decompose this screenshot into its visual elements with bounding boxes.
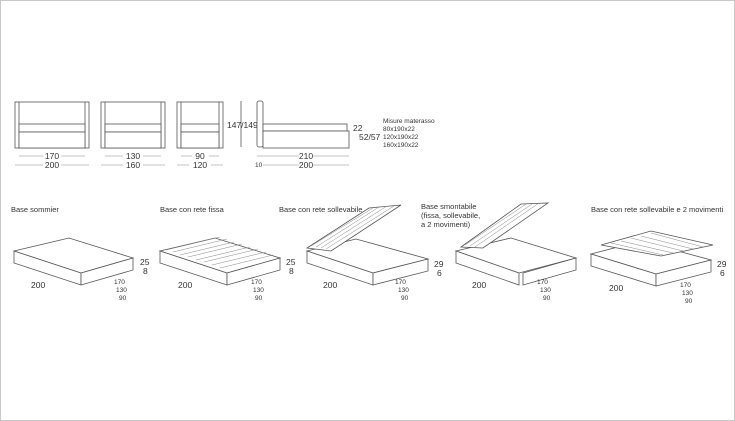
base-width: 130 [682, 290, 693, 297]
base-label: Base smontabile [421, 202, 476, 211]
front-width-outer: 160 [126, 160, 140, 170]
base-sommier: Base sommier 200 25 8 170 130 90 [11, 205, 150, 302]
mattress-title: Misure materasso [383, 118, 435, 125]
base-width: 90 [119, 295, 127, 302]
base-height: 29 [717, 259, 727, 269]
headboard-height-label: 147/149 [227, 120, 258, 130]
side-offset: 10 [255, 162, 263, 169]
base-feet: 8 [143, 266, 148, 276]
base-length: 200 [609, 283, 623, 293]
base-width: 130 [398, 287, 409, 294]
base-width: 130 [116, 287, 127, 294]
side-length-total: 210 [299, 151, 313, 161]
base-height: 25 [140, 257, 150, 267]
side-length-base: 200 [299, 160, 313, 170]
base-label: Base con rete sollevabile e 2 movimenti [591, 205, 723, 214]
frame-height: 52/57 [359, 132, 381, 142]
base-length: 200 [31, 280, 45, 290]
mattress-size: 80x190x22 [383, 126, 415, 133]
side-view: 210 200 10 22 52/57 [255, 100, 381, 170]
base-width: 170 [537, 279, 548, 286]
mattress-height: 22 [353, 123, 363, 133]
base-label: a 2 movimenti) [421, 220, 471, 229]
base-width: 90 [685, 298, 693, 305]
base-length: 200 [472, 280, 486, 290]
mattress-size: 120x190x22 [383, 134, 419, 141]
base-width: 90 [401, 295, 409, 302]
front-width-inner: 170 [45, 151, 59, 161]
mattress-sizes: Misure materasso 80x190x22 120x190x22 16… [383, 118, 435, 149]
base-feet: 6 [720, 268, 725, 278]
base-width: 170 [395, 279, 406, 286]
base-width: 130 [540, 287, 551, 294]
base-width: 170 [251, 279, 262, 286]
base-label: Base sommier [11, 205, 59, 214]
base-rete-fissa: Base con rete fissa 200 25 8 170 130 90 [158, 205, 296, 302]
front-view-170: 170 200 [14, 101, 90, 170]
base-width: 170 [114, 279, 125, 286]
mattress-size: 160x190x22 [383, 142, 419, 149]
front-width-outer: 120 [193, 160, 207, 170]
base-smontabile: Base smontabile (fissa, sollevabile, a 2… [421, 202, 578, 302]
base-feet: 8 [289, 266, 294, 276]
base-height: 29 [434, 259, 444, 269]
base-length: 200 [178, 280, 192, 290]
base-width: 90 [543, 295, 551, 302]
base-height: 25 [286, 257, 296, 267]
front-width-inner: 90 [195, 151, 205, 161]
base-width: 90 [255, 295, 263, 302]
base-label: (fissa, sollevabile, [421, 211, 480, 220]
base-width: 130 [253, 287, 264, 294]
front-width-inner: 130 [126, 151, 140, 161]
base-sollevabile-2-movimenti: Base con rete sollevabile e 2 movimenti … [589, 205, 727, 305]
front-view-130: 130 160 [100, 101, 166, 170]
base-rete-sollevabile: Base con rete sollevabile 200 29 6 170 1… [279, 204, 444, 302]
base-label: Base con rete sollevabile [279, 205, 362, 214]
base-label: Base con rete fissa [160, 205, 225, 214]
front-width-outer: 200 [45, 160, 59, 170]
base-feet: 6 [437, 268, 442, 278]
front-view-90: 90 120 [176, 101, 224, 170]
base-length: 200 [323, 280, 337, 290]
base-width: 170 [680, 282, 691, 289]
